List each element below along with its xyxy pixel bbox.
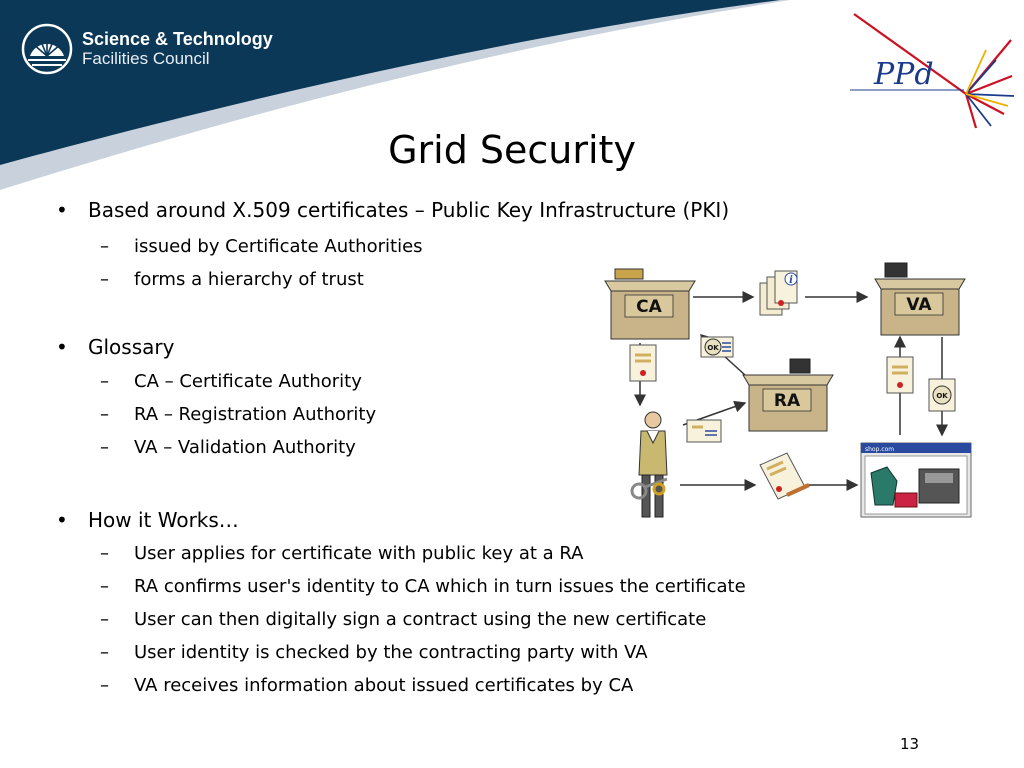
sub-bullet-text: issued by Certificate Authorities (134, 236, 423, 257)
slide-title: Grid Security (388, 128, 636, 172)
sub-bullet-text: User identity is checked by the contract… (134, 642, 648, 663)
user-figure-icon (630, 411, 668, 518)
certificate-icon (629, 344, 657, 382)
sub-bullet-text: User can then digitally sign a contract … (134, 609, 707, 630)
bullet-marker: • (56, 198, 68, 222)
certificate-stack-icon: i (759, 270, 798, 316)
dash-marker: – (100, 609, 109, 630)
dash-marker: – (100, 236, 109, 257)
dash-marker: – (100, 543, 109, 564)
dash-marker: – (100, 404, 109, 425)
ra-desk-icon: RA (742, 358, 834, 432)
bullet-marker: • (56, 508, 68, 532)
ca-desk-icon: CA (604, 268, 696, 340)
page-number: 13 (900, 735, 920, 753)
info-glyph: i (789, 275, 793, 286)
bullet-text: Glossary (88, 335, 175, 359)
stfc-sun-icon (21, 23, 73, 75)
sub-bullet-text: RA confirms user's identity to CA which … (134, 576, 746, 597)
public-key-card-icon (686, 419, 722, 443)
ca-label: CA (636, 297, 662, 317)
org-name-line1: Science & Technology (82, 29, 273, 49)
dash-marker: – (100, 437, 109, 458)
signed-contract-icon (759, 452, 810, 500)
bullet-text: How it Works… (88, 508, 239, 532)
dash-marker: – (100, 675, 109, 696)
ok-seal-icon: OK (700, 336, 734, 358)
dash-marker: – (100, 371, 109, 392)
org-name-line2: Facilities Council (82, 49, 210, 68)
dash-marker: – (100, 269, 109, 290)
pki-diagram: CA i VA OK RA (604, 262, 972, 518)
dash-marker: – (100, 576, 109, 597)
sub-bullet-text: CA – Certificate Authority (134, 371, 362, 392)
shop-window-title: shop.com (865, 446, 894, 453)
stfc-logo: Science & Technology Facilities Council (20, 22, 273, 76)
header-band (0, 0, 790, 190)
sub-bullet-text: VA receives information about issued cer… (134, 675, 634, 696)
ppd-logo-text: PPd (873, 57, 934, 92)
dash-marker: – (100, 642, 109, 663)
sub-bullet-text: RA – Registration Authority (134, 404, 377, 425)
ok-seal-icon: OK (928, 378, 956, 412)
bullet-text: Based around X.509 certificates – Public… (88, 198, 730, 222)
sub-bullet-text: forms a hierarchy of trust (134, 269, 364, 290)
va-label: VA (906, 295, 932, 315)
ra-label: RA (774, 391, 801, 411)
ppd-logo: PPd (850, 13, 1015, 129)
ok-label: OK (936, 392, 948, 400)
sub-bullet-text: User applies for certificate with public… (134, 543, 584, 564)
sub-bullet-text: VA – Validation Authority (134, 437, 356, 458)
shop-window-icon: shop.com (860, 442, 972, 518)
ok-label: OK (707, 344, 719, 352)
bullet-marker: • (56, 335, 68, 359)
certificate-icon (886, 356, 914, 394)
va-desk-icon: VA (874, 262, 966, 336)
